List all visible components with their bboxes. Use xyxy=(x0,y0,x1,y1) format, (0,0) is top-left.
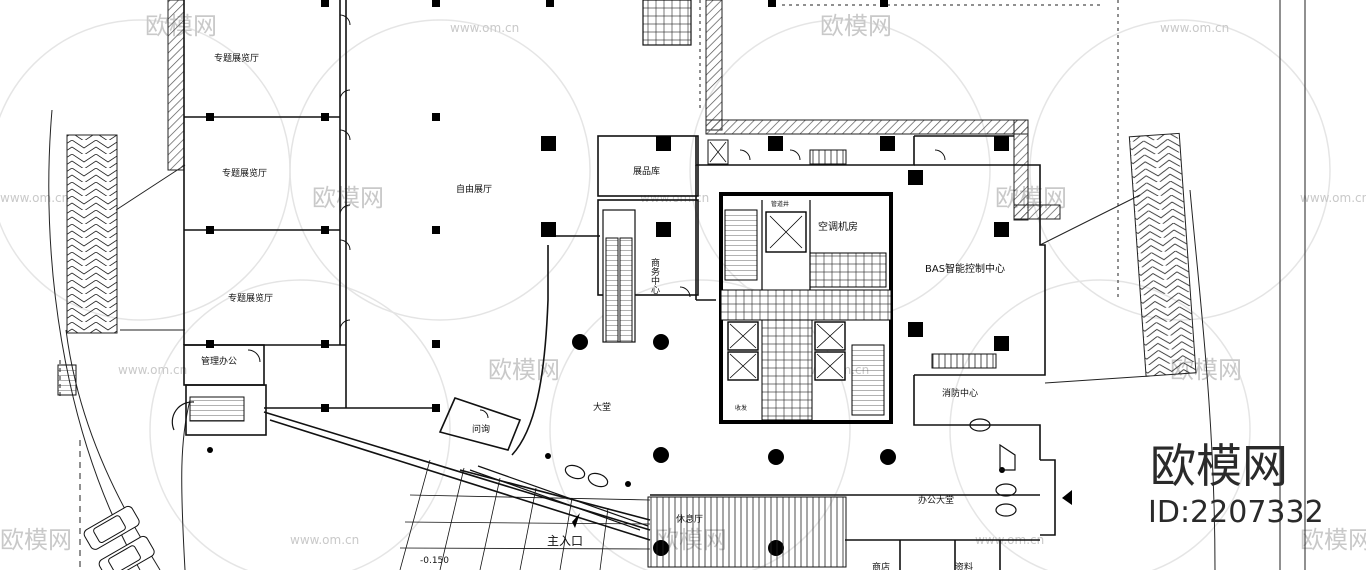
top-toilet-block xyxy=(642,0,692,46)
watermark-layer: 欧模网 www.om.cn 欧模网 www.om.cn 欧模网 www.om.c… xyxy=(0,12,1366,570)
entrance-arrow xyxy=(572,513,580,528)
watermark-site-4: www.om.cn xyxy=(640,191,709,205)
watermark-site-8: www.om.cn xyxy=(290,533,359,547)
site-lines xyxy=(48,0,1306,570)
label-business-center: 商务中心 xyxy=(649,257,660,294)
watermark-brand-2: 欧模网 xyxy=(820,12,892,40)
right-hatched-planter xyxy=(1128,132,1197,377)
watermark-brand-3: 欧模网 xyxy=(312,184,384,212)
watermark-site-2: www.om.cn xyxy=(1160,21,1229,35)
label-bas-center: BAS智能控制中心 xyxy=(925,262,1005,275)
direction-arrow xyxy=(1062,490,1072,505)
label-small-room: 收发 xyxy=(735,404,747,412)
label-free-hall: 自由展厅 xyxy=(456,183,492,195)
watermark-site-1: www.om.cn xyxy=(450,21,519,35)
building-core xyxy=(719,192,893,424)
room-labels: 专题展览厅 专题展览厅 专题展览厅 自由展厅 展品库 商务中心 空调机房 管道井… xyxy=(201,52,1005,570)
label-fire-center: 消防中心 xyxy=(942,387,978,399)
label-elevation: -0.150 xyxy=(420,556,449,566)
parked-cars xyxy=(83,505,155,570)
label-exhibit-hall-2: 专题展览厅 xyxy=(222,167,267,179)
left-hatched-planter xyxy=(66,134,118,334)
entry-canopy-grid xyxy=(399,459,651,570)
label-hvac-room: 空调机房 xyxy=(818,220,858,233)
watermark-site-6: www.om.cn xyxy=(118,363,187,377)
revolving-doors xyxy=(171,401,1017,517)
watermark-site-5: www.om.cn xyxy=(1300,191,1366,205)
label-office-lobby: 办公大堂 xyxy=(918,494,954,506)
escalators xyxy=(57,149,997,422)
label-main-entrance: 主入口 xyxy=(547,534,583,548)
lounge-striped-floor xyxy=(647,496,847,568)
label-shop: 商店 xyxy=(872,561,890,570)
structural-columns xyxy=(206,0,1009,556)
watermark-site-3: www.om.cn xyxy=(0,191,69,205)
watermark-id: ID:2207332 xyxy=(1148,495,1324,530)
doors xyxy=(247,14,946,419)
label-exhibit-hall-3: 专题展览厅 xyxy=(228,292,273,304)
label-exhibit-hall-1: 专题展览厅 xyxy=(214,52,259,64)
watermark-brand-9: 欧模网 xyxy=(1300,526,1366,554)
watermark-brand-5: 欧模网 xyxy=(488,356,560,384)
label-reception: 问询 xyxy=(472,423,490,435)
label-exhibition-storage: 展品库 xyxy=(633,165,660,177)
watermark-brand-large: 欧模网 xyxy=(1150,439,1288,493)
exterior-walls xyxy=(167,0,1061,221)
watermark-brand-7: 欧模网 xyxy=(0,526,72,554)
label-management-office: 管理办公 xyxy=(201,355,237,367)
pipe-shaft-cross xyxy=(709,141,727,163)
label-lobby: 大堂 xyxy=(593,401,611,413)
label-pipe-well: 管道井 xyxy=(771,200,789,208)
label-lounge: 休息厅 xyxy=(676,513,703,525)
label-materials: 资料 xyxy=(955,561,973,570)
